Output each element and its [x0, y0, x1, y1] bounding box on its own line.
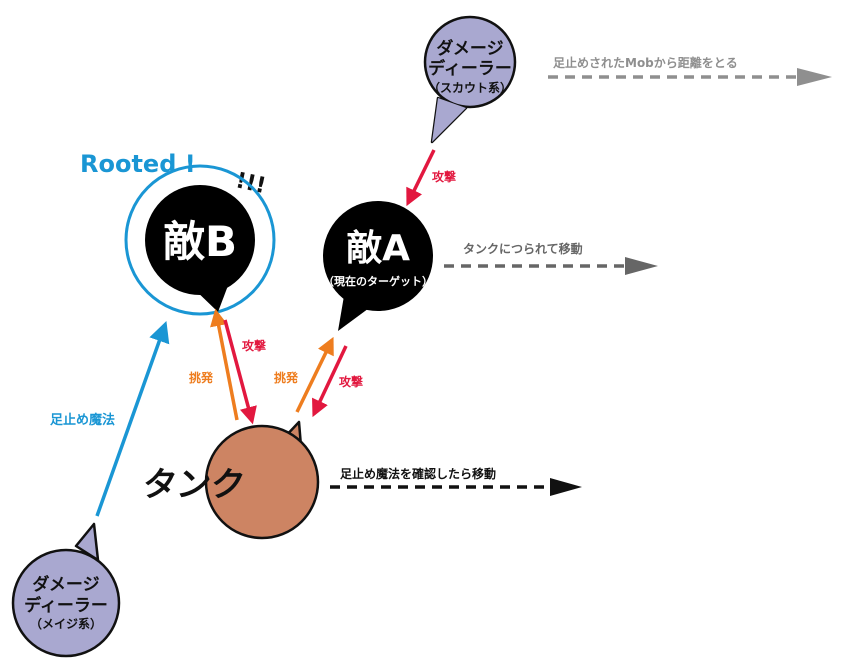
node-label-line3: （メイジ系）	[30, 616, 102, 631]
rooted-label: Rooted !	[80, 150, 196, 178]
edge-tank-provoke-b: 挑発	[189, 308, 239, 421]
edge-tank-provoke-a: 挑発	[274, 336, 334, 413]
node-circle	[145, 185, 255, 295]
arrow-line	[295, 336, 334, 413]
node-label: タンク	[140, 465, 248, 505]
edge-root-spell: 足止め魔法	[50, 321, 170, 517]
arrow-line	[406, 149, 436, 207]
root-ring	[124, 164, 276, 316]
move-arrow-scout: 足止めされたMobから距離をとる	[548, 55, 832, 86]
arrowhead-icon	[550, 478, 582, 496]
move-arrow-tank: 足止め魔法を確認したら移動	[330, 466, 582, 496]
arrowhead-icon	[625, 257, 658, 275]
node-tank: タンク	[140, 420, 320, 540]
arrow-line	[210, 308, 239, 421]
edge-scout-attack: 攻撃	[406, 149, 456, 207]
move-label: タンクにつられて移動	[463, 241, 583, 256]
node-scout-dealer: ダメージ ディーラー （スカウト系）	[423, 15, 517, 144]
node-label: 敵A	[346, 228, 410, 269]
node-label-line2: ディーラー	[428, 58, 512, 79]
node-label-line1: ダメージ	[436, 38, 503, 59]
move-arrow-enemy-a: タンクにつられて移動	[444, 241, 658, 275]
move-label: 足止め魔法を確認したら移動	[340, 466, 496, 481]
move-label: 足止めされたMobから距離をとる	[553, 55, 738, 70]
edge-label: 攻撃	[432, 169, 456, 184]
node-enemy-b: 敵B	[124, 164, 276, 316]
arrow-line	[312, 345, 348, 418]
edge-label: 挑発	[189, 370, 214, 385]
arrowhead-icon	[797, 68, 832, 86]
edge-label: 足止め魔法	[50, 412, 115, 428]
edge-label: 攻撃	[242, 338, 266, 353]
node-label: 敵B	[163, 217, 237, 266]
arrow-line	[223, 319, 257, 425]
node-label-line1: ダメージ	[32, 574, 99, 595]
node-circle	[204, 424, 320, 540]
exclaim-mark: !!!	[233, 168, 268, 199]
node-sublabel: （現在のターゲット）	[323, 274, 433, 288]
node-label-line2: ディーラー	[24, 595, 108, 616]
node-circle	[11, 548, 121, 658]
edge-tank-attack-a: 攻撃	[312, 345, 363, 418]
edge-label: 挑発	[274, 370, 299, 385]
edge-tank-attack-b: 攻撃	[223, 319, 266, 425]
node-mage-dealer: ダメージ ディーラー （メイジ系）	[11, 522, 121, 658]
node-enemy-a: 敵A （現在のターゲット）	[323, 201, 433, 331]
node-label-line3: （スカウト系）	[428, 80, 512, 95]
arrow-line	[95, 321, 170, 517]
edge-label: 攻撃	[339, 374, 363, 389]
node-circle	[323, 201, 433, 311]
node-circle	[423, 15, 517, 109]
